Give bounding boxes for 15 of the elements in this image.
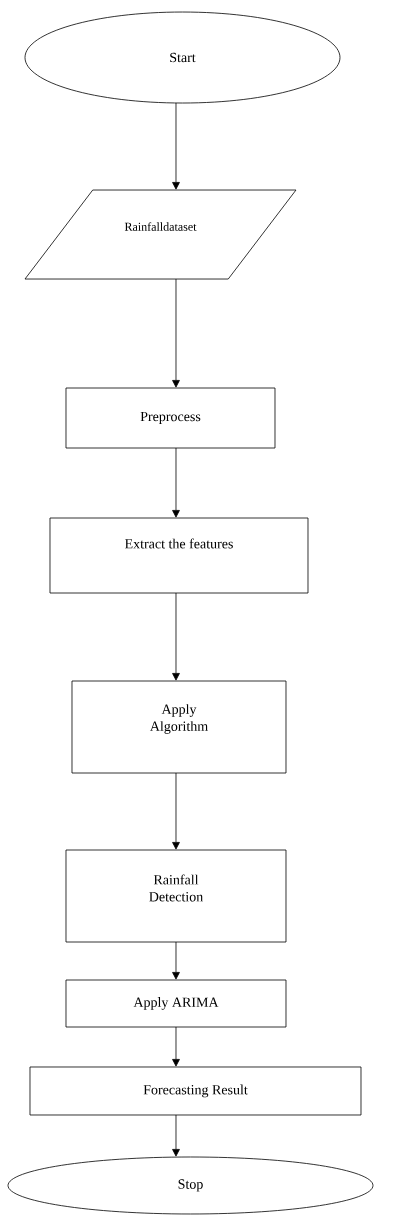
arrow xyxy=(172,772,180,850)
process-box: Forecasting Result xyxy=(29,1066,362,1116)
process-box: Apply Algorithm xyxy=(71,680,287,774)
process-box: Apply ARIMA xyxy=(65,979,287,1028)
arrow xyxy=(172,278,180,388)
arrow xyxy=(172,447,180,518)
process-box: Preprocess xyxy=(65,387,276,449)
arrow xyxy=(172,941,180,980)
arrow xyxy=(172,1114,180,1157)
arrow xyxy=(172,1026,180,1067)
data-parallelogram: Rainfalldataset xyxy=(24,189,297,280)
arrow xyxy=(172,102,180,190)
process-box: Rainfall Detection xyxy=(65,849,287,943)
arrow xyxy=(172,592,180,681)
process-box: Extract the features xyxy=(49,517,309,594)
